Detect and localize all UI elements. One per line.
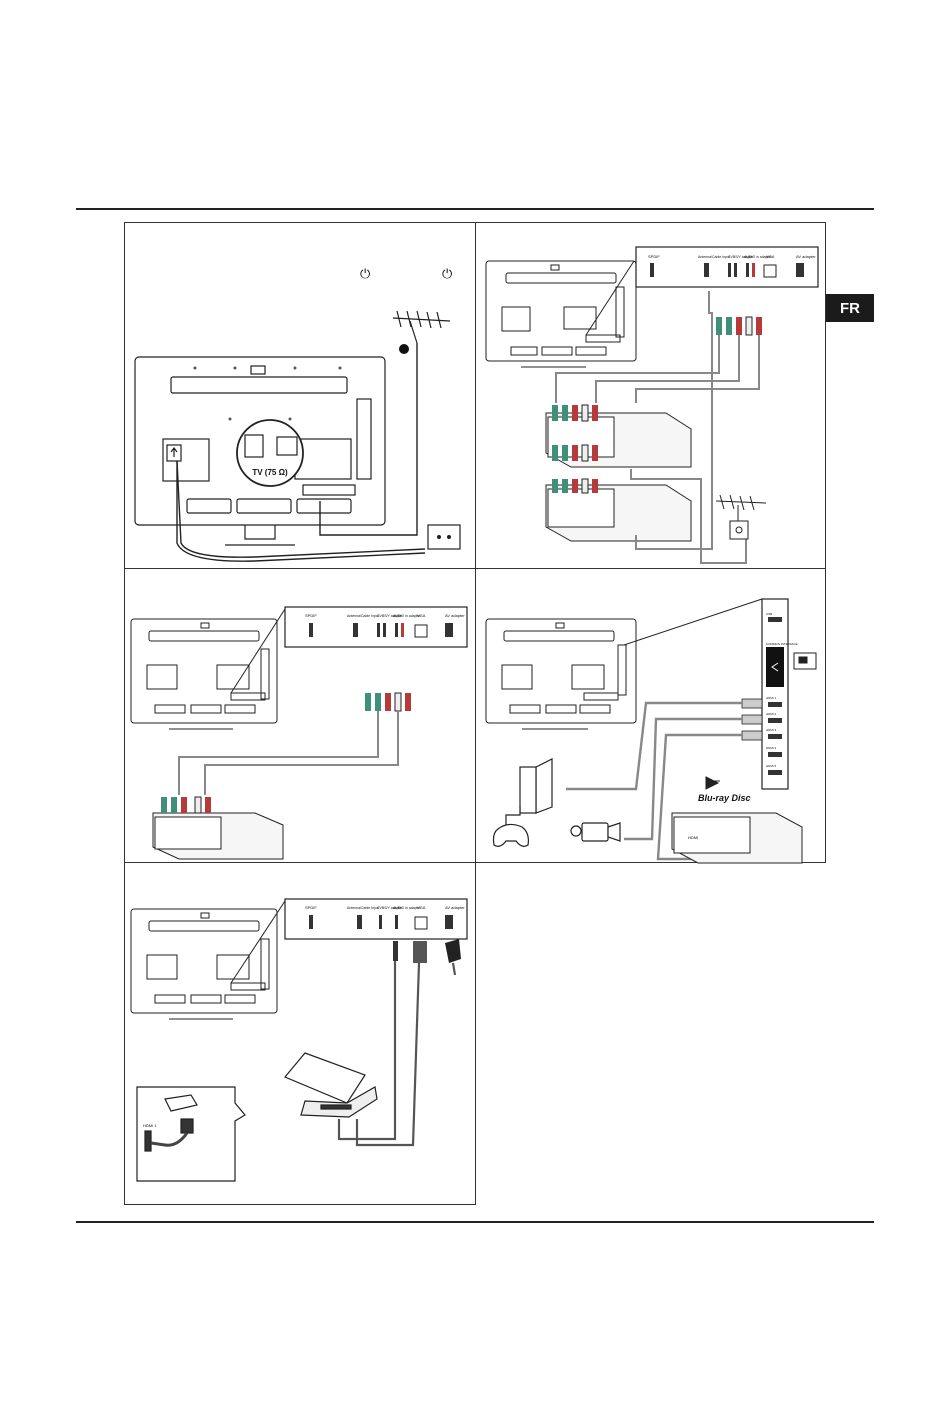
zoom-line (230, 900, 286, 984)
svg-text:SPDIF: SPDIF (305, 613, 317, 618)
set-top-box-2 (545, 484, 692, 542)
side-port-labels: USB COMMON INTERFACE HDMI 1 HDMI 2 HDMI … (766, 612, 798, 768)
top-rule (76, 208, 874, 210)
component-plugs (716, 316, 762, 336)
game-console-icon (519, 758, 553, 814)
panel-composite-device: SPDIF Antenna/Cable Input CVBS/Y adapter… (124, 568, 476, 863)
svg-text:USB: USB (766, 612, 772, 616)
antenna-icon (392, 310, 451, 344)
svg-text:HDMI 1: HDMI 1 (766, 696, 776, 700)
svg-text:⏻: ⏻ (360, 266, 370, 281)
panel-hdmi-devices: USB COMMON INTERFACE HDMI 1 HDMI 2 HDMI … (475, 568, 826, 864)
power-cable (176, 460, 426, 562)
side-port-connectors (768, 617, 782, 775)
svg-text:HDMI 5: HDMI 5 (766, 764, 776, 768)
gamepad-icon (492, 807, 529, 847)
panel-antenna-connection: TV (75 Ω) ⏻ ⏻ (124, 222, 476, 569)
box1-jacks (552, 404, 598, 422)
panel-pc-connection: SPDIF Antenna/Cable Input CVBS/Y adapter… (124, 862, 476, 1205)
svg-text:VGA: VGA (766, 254, 775, 259)
svg-text:VGA: VGA (417, 905, 426, 910)
tv-back-small (130, 618, 278, 730)
vga-and-audio-plugs (393, 939, 461, 963)
svg-text:⏻: ⏻ (442, 266, 452, 281)
svg-text:Antenna/Cable Input: Antenna/Cable Input (347, 614, 379, 618)
svg-text:SPDIF: SPDIF (305, 905, 317, 910)
power-inlet (166, 444, 182, 462)
hdmi-inset (136, 1086, 246, 1182)
power-symbol-a: ⏻ (360, 266, 370, 281)
svg-text:VGA: VGA (417, 613, 426, 618)
wall-antenna-icon (715, 494, 767, 540)
svg-text:AUDIO in adapter: AUDIO in adapter (744, 255, 772, 259)
panel-component-connection: SPDIF Antenna/Cable Input CVBS/Y adapter… (475, 222, 826, 569)
svg-text:CVBS/Y adapter: CVBS/Y adapter (728, 255, 754, 259)
svg-text:Antenna/Cable Input: Antenna/Cable Input (347, 906, 379, 910)
svg-text:Blu-ray Disc: Blu-ray Disc (698, 793, 751, 803)
svg-text:CVBS/Y adapter: CVBS/Y adapter (377, 614, 403, 618)
port-strip-2: SPDIF Antenna/Cable Input CVBS/Y adapter… (635, 246, 819, 288)
antenna-socket-label: TV (75 Ω) (252, 468, 288, 477)
bottom-rule (76, 1221, 874, 1223)
svg-text:AV adapter: AV adapter (796, 254, 816, 259)
svg-text:AV adapter: AV adapter (445, 905, 465, 910)
svg-text:Antenna/Cable Input: Antenna/Cable Input (698, 255, 730, 259)
port-strip-5: SPDIF Antenna/Cable Input CVBS/Y adapter… (284, 898, 468, 940)
zoom-line (623, 598, 763, 646)
svg-text:SPDIF: SPDIF (648, 254, 660, 259)
hdmi-plugs (741, 698, 763, 741)
side-port-panel (761, 598, 789, 790)
component-cables (555, 335, 760, 403)
connection-diagram-grid: TV (75 Ω) ⏻ ⏻ (124, 222, 826, 1205)
tv-vents (193, 366, 342, 421)
blu-ray-player: HDMI (671, 812, 803, 864)
inset-port-label: HDMI 1 (143, 1123, 157, 1128)
box2-jacks (552, 478, 598, 494)
svg-text:AUDIO in adapter: AUDIO in adapter (393, 906, 421, 910)
antenna-cables (630, 291, 747, 564)
svg-text:AUDIO in adapter: AUDIO in adapter (393, 614, 421, 618)
svg-text:COMMON INTERFACE: COMMON INTERFACE (766, 642, 798, 646)
pc-cables (337, 961, 457, 1147)
antenna-cable (319, 343, 418, 536)
zoom-line (585, 260, 635, 336)
tv-back-small (485, 260, 637, 368)
laptop-icon (284, 1052, 378, 1118)
zoom-line (230, 608, 286, 694)
svg-text:CVBS/Y adapter: CVBS/Y adapter (377, 906, 403, 910)
tv-back-small (485, 618, 637, 730)
svg-text:HDMI: HDMI (688, 835, 698, 840)
svg-text:AV adapter: AV adapter (445, 613, 465, 618)
camcorder-icon (570, 822, 621, 842)
port-strip-3: SPDIF Antenna/Cable Input CVBS/Y adapter… (284, 606, 468, 648)
power-symbol-b: ⏻ (442, 266, 452, 281)
source-device (152, 812, 284, 860)
wall-outlet-icon (427, 524, 461, 550)
svg-text:HDMI 3: HDMI 3 (766, 728, 776, 732)
ci-card-icon (793, 652, 817, 670)
device-jacks (161, 796, 211, 814)
tv-back-small (130, 908, 278, 1020)
component-cables (178, 711, 399, 795)
antenna-marker-dot (399, 344, 409, 354)
blu-ray-logo: Blu-ray Disc (698, 776, 751, 803)
svg-text:HDMI 2: HDMI 2 (766, 712, 776, 716)
box-interconnect-plugs (552, 444, 598, 462)
component-plugs (365, 692, 411, 712)
language-tab: FR (826, 294, 874, 322)
svg-text:HDMI 4: HDMI 4 (766, 746, 776, 750)
zoom-circle (236, 419, 304, 487)
